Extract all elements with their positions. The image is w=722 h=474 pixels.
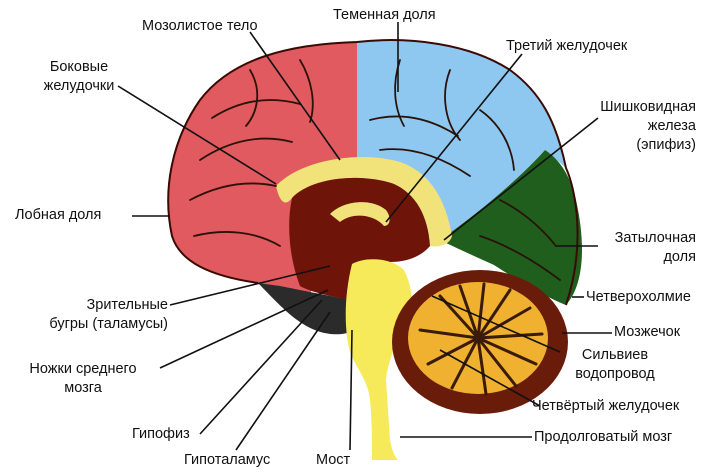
- label-lateral-ventricles: Боковые желудочки: [28, 58, 130, 96]
- label-occipital-lobe: Затылочная доля: [590, 229, 696, 267]
- label-quadrigemina: Четверохолмие: [586, 289, 691, 305]
- label-medulla: Продолговатый мозг: [534, 429, 673, 445]
- label-occipital-line1: Затылочная: [614, 230, 696, 246]
- label-lateral-ventricles-line1: Боковые: [49, 59, 109, 75]
- label-pineal-line3: (эпифиз): [636, 137, 696, 153]
- label-cerebellum: Мозжечок: [614, 324, 681, 340]
- label-pineal-line2: железа: [647, 118, 696, 134]
- label-thalamus-line1: Зрительные: [86, 297, 169, 313]
- label-occipital-line2: доля: [663, 249, 696, 265]
- label-aqueduct-line2: водопровод: [575, 366, 655, 382]
- brain-outline: [167, 39, 579, 306]
- label-aqueduct-line1: Сильвиев: [581, 347, 649, 363]
- label-parietal-lobe: Теменная доля: [333, 7, 436, 23]
- label-frontal-lobe: Лобная доля: [15, 207, 102, 223]
- label-pineal-line1: Шишковидная: [600, 99, 696, 115]
- label-hypothalamus: Гипоталамус: [184, 452, 271, 468]
- label-thalamus: Зрительные бугры (таламусы): [20, 296, 168, 334]
- deep-brain-region: [289, 177, 430, 300]
- corpus-callosum-region: [276, 156, 452, 247]
- label-corpus-callosum: Мозолистое тело: [142, 18, 258, 34]
- leader-lines: [117, 22, 612, 451]
- occipital-lobe-region: [440, 150, 582, 305]
- label-peduncles-line2: мозга: [64, 380, 102, 396]
- label-peduncles-line1: Ножки среднего: [29, 361, 137, 377]
- basal-region: [258, 283, 352, 335]
- label-midbrain-peduncles: Ножки среднего мозга: [14, 360, 152, 398]
- label-pituitary: Гипофиз: [132, 426, 190, 442]
- label-fourth-ventricle: Четвёртый желудочек: [532, 398, 680, 414]
- brainstem-region: [345, 259, 412, 460]
- label-lateral-ventricles-line2: желудочки: [43, 78, 115, 94]
- label-sylvian-aqueduct: Сильвиев водопровод: [560, 346, 670, 384]
- label-pons: Мост: [316, 452, 351, 468]
- label-pineal-gland: Шишковидная железа (эпифиз): [586, 98, 696, 155]
- fornix-region: [330, 202, 390, 226]
- label-thalamus-line2: бугры (таламусы): [49, 316, 168, 332]
- label-third-ventricle: Третий желудочек: [506, 38, 628, 54]
